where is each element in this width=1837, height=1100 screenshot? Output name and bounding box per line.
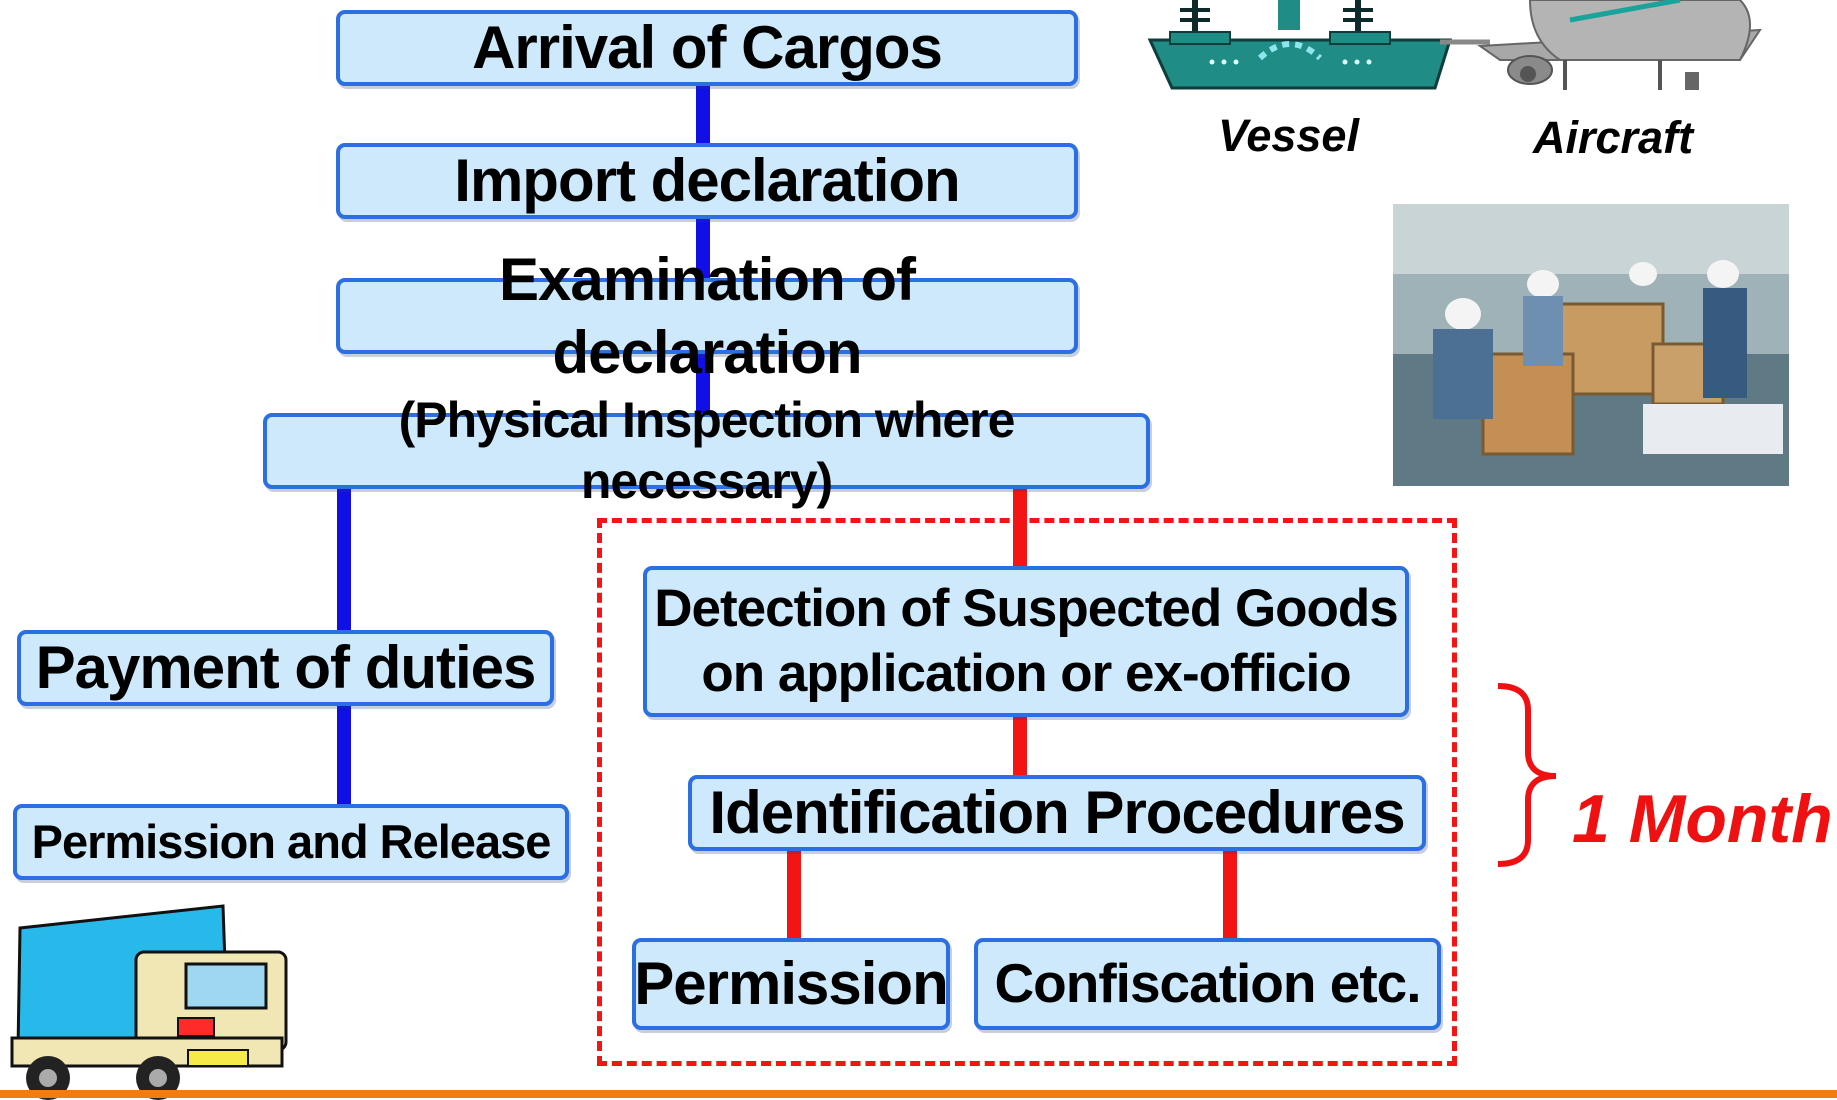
confiscation-box: Confiscation etc. [974, 938, 1441, 1030]
examination-box: Examination of declaration [336, 246, 1078, 386]
footer-accent-bar [0, 1090, 1837, 1098]
permission-label: Permission [634, 950, 948, 1018]
aircraft-icon [1440, 0, 1762, 90]
aircraft-label: Aircraft [1533, 112, 1694, 163]
connector-inspection-detection [1013, 488, 1027, 568]
connector-identification-permission [787, 850, 801, 940]
curly-brace [1497, 683, 1557, 867]
truck-icon [10, 904, 288, 1100]
import-declaration-box: Import declaration [336, 143, 1078, 219]
vessel-icon [1147, 0, 1453, 90]
connector-import-exam [696, 216, 710, 278]
arrival-of-cargos-box: Arrival of Cargos [336, 10, 1078, 86]
permission-and-release-label: Permission and Release [31, 815, 552, 869]
physical-inspection-label: (Physical Inspection where necessary) [398, 392, 1016, 509]
identification-label: Identification Procedures [709, 779, 1405, 847]
examination-label: Examination of declaration [498, 245, 916, 386]
detection-line1: Detection of Suspected Goods [654, 578, 1399, 638]
physical-inspection-box: (Physical Inspection where necessary) [263, 392, 1150, 509]
confiscation-label: Confiscation etc. [994, 952, 1421, 1015]
detection-line2: on application or ex-officio [701, 643, 1351, 703]
connector-detection-identification [1013, 715, 1027, 775]
connector-exam-inspection [696, 352, 710, 414]
connector-identification-confiscation [1223, 850, 1237, 940]
ip-enforcement-region [597, 518, 1457, 1066]
inspection-photo [1393, 204, 1789, 486]
connector-arrival-import [696, 84, 710, 144]
duration-label: 1 Month [1572, 781, 1833, 857]
detection-box: Detection of Suspected Goods on applicat… [643, 566, 1409, 717]
vessel-label: Vessel [1218, 110, 1359, 161]
identification-box: Identification Procedures [688, 775, 1426, 851]
payment-of-duties-box: Payment of duties [17, 630, 554, 706]
import-declaration-label: Import declaration [454, 147, 960, 215]
permission-box: Permission [632, 938, 950, 1030]
permission-and-release-box: Permission and Release [13, 804, 569, 880]
connector-payment-release [337, 704, 351, 806]
payment-of-duties-label: Payment of duties [35, 634, 537, 702]
arrival-of-cargos-label: Arrival of Cargos [472, 14, 943, 82]
connector-inspection-payment [337, 488, 351, 632]
